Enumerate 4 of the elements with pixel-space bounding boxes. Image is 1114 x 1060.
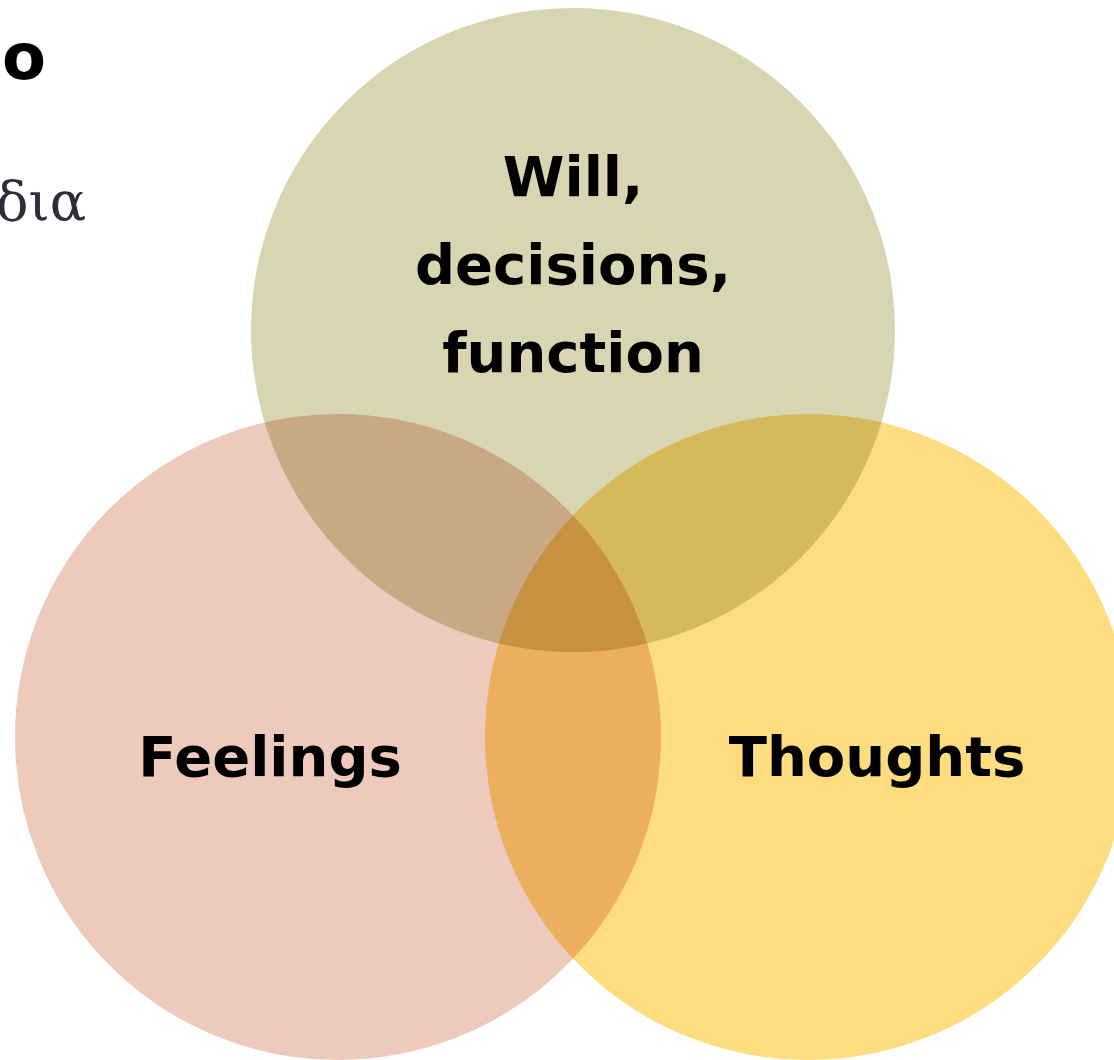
circle-label: Thoughts [727, 723, 1027, 791]
circle-label: Feelings [137, 723, 403, 791]
circle-label: Will, decisions, function [414, 143, 732, 387]
cut-off-text: o [2, 20, 46, 94]
